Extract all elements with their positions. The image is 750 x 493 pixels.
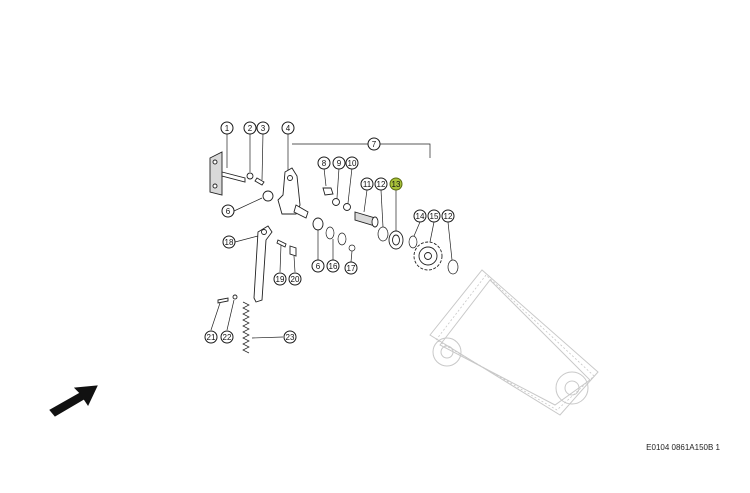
- svg-text:8: 8: [322, 159, 327, 168]
- spring-23: [242, 301, 250, 354]
- svg-text:15: 15: [430, 212, 439, 221]
- svg-text:18: 18: [225, 238, 234, 247]
- sprocket-15: [413, 241, 443, 271]
- svg-text:10: 10: [348, 159, 357, 168]
- callout-1: 1: [220, 121, 234, 135]
- svg-text:19: 19: [276, 275, 285, 284]
- callout-22: 22: [220, 330, 234, 344]
- svg-text:9: 9: [337, 159, 342, 168]
- svg-text:14: 14: [416, 212, 425, 221]
- callout-20: 20: [288, 272, 302, 286]
- svg-text:22: 22: [223, 333, 232, 342]
- svg-text:16: 16: [329, 262, 338, 271]
- callout-15: 15: [427, 209, 441, 223]
- screw-21: [217, 297, 229, 304]
- callout-10: 10: [345, 156, 359, 170]
- callout-12b: 12: [441, 209, 455, 223]
- arm-18: [253, 225, 273, 303]
- callout-7: 7: [367, 137, 381, 151]
- bolt-3: [254, 177, 265, 186]
- ring-14: [408, 235, 418, 249]
- washer-2: [246, 172, 254, 180]
- callout-8: 8: [317, 156, 331, 170]
- washer-16: [325, 226, 335, 240]
- svg-text:3: 3: [261, 124, 266, 133]
- bracket-plate: [209, 151, 246, 196]
- circlip-12a: [377, 226, 389, 242]
- bearing-13: [388, 230, 404, 250]
- washer-16b: [337, 232, 347, 246]
- svg-text:6: 6: [226, 207, 231, 216]
- svg-text:13: 13: [392, 180, 401, 189]
- svg-text:2: 2: [248, 124, 253, 133]
- lever-arm: [277, 167, 309, 219]
- callout-18: 18: [222, 235, 236, 249]
- svg-text:12: 12: [444, 212, 453, 221]
- callout-19: 19: [273, 272, 287, 286]
- callout-6b: 6: [311, 259, 325, 273]
- callout-13-highlighted[interactable]: 13: [389, 177, 403, 191]
- svg-text:6: 6: [316, 262, 321, 271]
- document-code: E0104 0861A150B 1: [646, 443, 720, 452]
- washer-22: [232, 294, 238, 300]
- leader-lines: [210, 132, 453, 339]
- svg-text:1: 1: [225, 124, 230, 133]
- callout-16: 16: [326, 259, 340, 273]
- shaft-11: [354, 211, 379, 228]
- callout-21: 21: [204, 330, 218, 344]
- svg-text:17: 17: [347, 264, 356, 273]
- svg-text:12: 12: [377, 180, 386, 189]
- bushing-6a: [262, 190, 274, 202]
- ring-17: [348, 244, 356, 252]
- callout-4: 4: [281, 121, 295, 135]
- circlip-12b: [447, 259, 459, 275]
- callout-9: 9: [332, 156, 346, 170]
- svg-text:23: 23: [286, 333, 295, 342]
- bushing-6b: [312, 217, 324, 231]
- callout-17: 17: [344, 261, 358, 275]
- pin-20: [289, 245, 297, 257]
- callout-3: 3: [256, 121, 270, 135]
- callout-11: 11: [360, 177, 374, 191]
- pin-19: [276, 239, 287, 248]
- svg-text:20: 20: [291, 275, 300, 284]
- svg-text:21: 21: [207, 333, 216, 342]
- callout-12a: 12: [374, 177, 388, 191]
- direction-arrow-icon: [49, 385, 98, 417]
- callout-2: 2: [243, 121, 257, 135]
- nut-8: [322, 187, 334, 196]
- callout-6a: 6: [221, 204, 235, 218]
- callout-14: 14: [413, 209, 427, 223]
- washer-10: [343, 203, 351, 211]
- svg-text:11: 11: [363, 180, 372, 189]
- svg-text:4: 4: [286, 124, 291, 133]
- washer-9: [332, 198, 340, 206]
- svg-text:7: 7: [372, 140, 377, 149]
- callout-23: 23: [283, 330, 297, 344]
- chain-drive-outline: [429, 269, 599, 416]
